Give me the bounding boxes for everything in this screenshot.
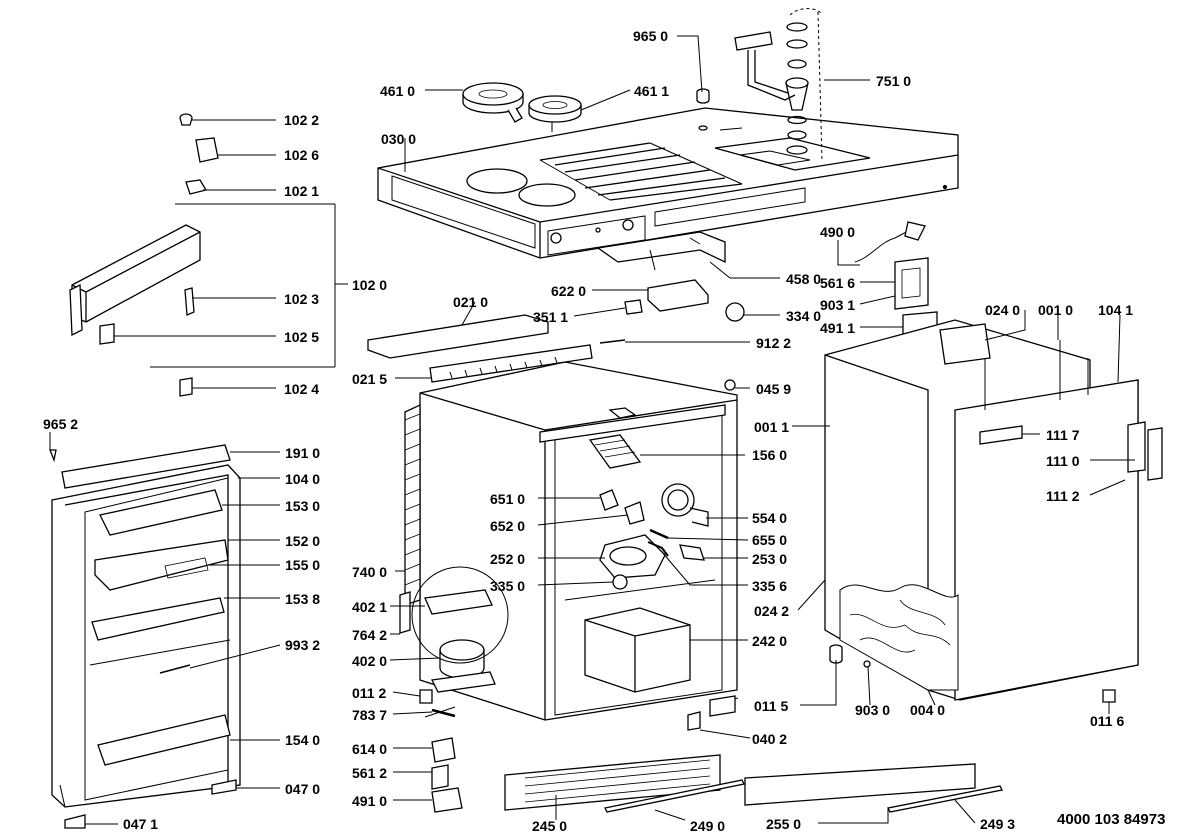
label-047-1: 047 1 [123,816,159,832]
label-156-0: 156 0 [752,447,788,463]
grommet-part [697,89,709,103]
worktop-hob-unit [378,108,958,258]
label-154-0: 154 0 [285,732,321,748]
label-461-1: 461 1 [634,83,670,99]
label-021-5: 021 5 [352,371,388,387]
thermostat-part [648,280,708,311]
label-242-0: 242 0 [752,633,788,649]
label-245-0: 245 0 [532,818,568,834]
label-004-0: 004 0 [910,702,946,718]
label-011-5: 011 5 [754,698,789,714]
label-104-1: 104 1 [1098,302,1134,318]
label-965-0: 965 0 [633,28,669,44]
label-458-0: 458 0 [786,271,822,287]
label-740-0: 740 0 [352,564,388,580]
document-number: 4000 103 84973 [1057,811,1166,828]
terminal-block [895,258,928,309]
label-001-1: 001 1 [754,419,790,435]
hotplates [463,83,581,132]
label-561-6: 561 6 [820,275,856,291]
label-024-2: 024 2 [754,603,790,619]
label-655-0: 655 0 [752,532,788,548]
label-045-9: 045 9 [756,381,792,397]
label-993-2: 993 2 [285,637,321,653]
label-491-1: 491 1 [820,320,856,336]
fridge-door [52,445,240,807]
label-102-2: 102 2 [284,112,320,128]
label-155-0: 155 0 [285,557,321,573]
label-104-0: 104 0 [285,471,321,487]
fridge-cabinet [405,362,738,720]
label-614-0: 614 0 [352,741,388,757]
label-102-1: 102 1 [284,183,320,199]
label-912-2: 912 2 [756,335,792,351]
label-491-0: 491 0 [352,793,388,809]
compressor-group [400,567,508,692]
label-764-2: 764 2 [352,627,388,643]
label-335-0: 335 0 [490,578,526,594]
label-461-0: 461 0 [380,83,416,99]
label-651-0: 651 0 [490,491,526,507]
label-111-0: 111 0 [1046,453,1080,469]
label-111-2: 111 2 [1046,488,1080,504]
label-102-0: 102 0 [352,277,388,293]
label-402-0: 402 0 [352,653,388,669]
label-102-4: 102 4 [284,381,320,397]
label-102-3: 102 3 [284,291,320,307]
label-030-0: 030 0 [381,131,417,147]
label-402-1: 402 1 [352,599,388,615]
label-011-6: 011 6 [1090,713,1125,729]
label-351-1: 351 1 [533,309,569,325]
label-001-0: 001 0 [1038,302,1074,318]
label-561-2: 561 2 [352,765,388,781]
label-334-0: 334 0 [786,308,822,324]
label-153-0: 153 0 [285,498,321,514]
decor-panel-parts [70,114,218,396]
outer-housing [825,320,1162,700]
leader-lines [50,36,1135,824]
label-622-0: 622 0 [551,283,587,299]
label-152-0: 152 0 [285,533,321,549]
label-255-0: 255 0 [766,816,802,832]
label-903-0: 903 0 [855,702,891,718]
label-047-0: 047 0 [285,781,321,797]
grommet-hole [699,126,707,130]
cover-plate [745,764,975,805]
label-191-0: 191 0 [285,445,321,461]
label-903-1: 903 1 [820,297,856,313]
top-rail [368,315,548,358]
tap-drain-assembly [735,9,822,160]
label-040-2: 040 2 [752,731,788,747]
front-rail [430,345,592,382]
label-554-0: 554 0 [752,510,788,526]
label-102-6: 102 6 [284,147,320,163]
label-153-8: 153 8 [285,591,321,607]
label-490-0: 490 0 [820,224,856,240]
label-024-0: 024 0 [985,302,1021,318]
label-751-0: 751 0 [876,73,912,89]
label-335-6: 335 6 [752,578,788,594]
label-249-3: 249 3 [980,816,1016,832]
label-253-0: 253 0 [752,551,788,567]
label-021-0: 021 0 [453,294,489,310]
label-652-0: 652 0 [490,518,526,534]
floor-grid [505,755,720,810]
label-783-7: 783 7 [352,707,388,723]
label-102-5: 102 5 [284,329,320,345]
label-252-0: 252 0 [490,551,526,567]
label-249-0: 249 0 [690,818,726,834]
label-111-7: 111 7 [1046,427,1080,443]
label-965-2: 965 2 [43,416,79,432]
label-011-2: 011 2 [352,685,387,701]
